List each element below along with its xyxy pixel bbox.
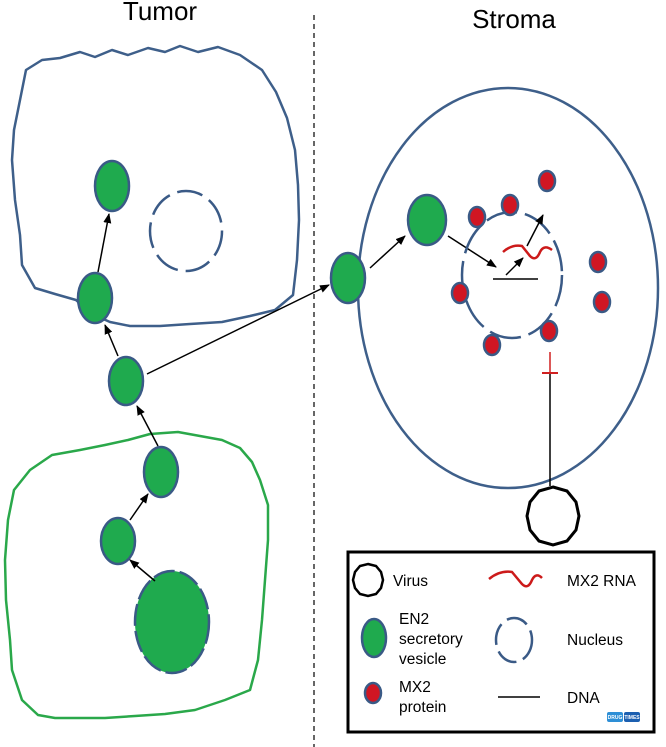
legend-nucleus-label: Nucleus [567, 632, 623, 649]
logo-text-right: TIMES [624, 715, 640, 721]
tumor-title: Tumor [123, 0, 197, 26]
drugtimes-logo: DRUG TIMES [607, 712, 640, 722]
mx2-rna [502, 244, 553, 260]
mx2-protein-8 [482, 333, 502, 357]
legend-vesicle-icon [360, 617, 388, 659]
arrow-v4-to-v5 [97, 213, 112, 273]
en2-vesicle-5 [93, 159, 131, 213]
arrow-v1-to-v2 [129, 493, 149, 521]
stroma-vesicle-1 [329, 251, 367, 305]
legend-rna-icon [488, 570, 543, 588]
en2-vesicle-1 [99, 516, 137, 566]
legend-en2-line3: vesicle [399, 651, 446, 668]
tumor-nucleus [148, 189, 224, 273]
virus [525, 485, 581, 547]
legend-nucleus-icon [494, 616, 534, 664]
arrow-v3-to-v4 [104, 324, 119, 357]
mx2-protein-4 [588, 250, 608, 274]
mx2-protein-2 [467, 205, 487, 229]
legend-mx2-line1: MX2 [399, 679, 431, 696]
arrow-sv2-to-nucleus [447, 235, 497, 268]
legend-virus-icon [351, 562, 385, 598]
en2-vesicle-2 [142, 445, 180, 499]
legend-rna-label: MX2 RNA [567, 573, 637, 590]
large-en2-vesicle [133, 569, 211, 675]
stroma-vesicle-2 [406, 193, 448, 247]
mx2-protein-6 [450, 281, 470, 305]
tumor-cell [10, 44, 301, 328]
mx2-protein-5 [592, 290, 612, 314]
arrow-rna-to-protein [526, 214, 544, 247]
stroma-nucleus [460, 210, 564, 340]
arrow-v2-to-v3 [136, 405, 159, 447]
mx2-protein-3 [500, 193, 520, 217]
arrow-large-to-v1 [129, 559, 156, 582]
en2-producing-cell [3, 430, 270, 720]
mx2-protein-1 [537, 169, 557, 193]
logo-text-left: DRUG [608, 715, 623, 721]
legend-en2-line1: EN2 [399, 611, 429, 628]
legend-dna-label: DNA [567, 690, 600, 707]
arrow-sv1-to-sv2 [369, 235, 406, 269]
legend-en2-line2: secretory [399, 631, 463, 648]
legend-box [346, 550, 656, 734]
arrow-v3-to-stroma [146, 284, 330, 375]
legend-protein-icon [363, 681, 383, 705]
arrow-dna-to-rna [505, 257, 524, 276]
stroma-cell [356, 86, 660, 490]
stroma-title: Stroma [472, 4, 556, 34]
en2-vesicle-4 [76, 271, 114, 325]
en2-vesicle-3 [107, 355, 145, 407]
legend-virus-label: Virus [393, 573, 428, 590]
mx2-protein-7 [539, 319, 559, 343]
legend-mx2-line2: protein [399, 699, 446, 716]
